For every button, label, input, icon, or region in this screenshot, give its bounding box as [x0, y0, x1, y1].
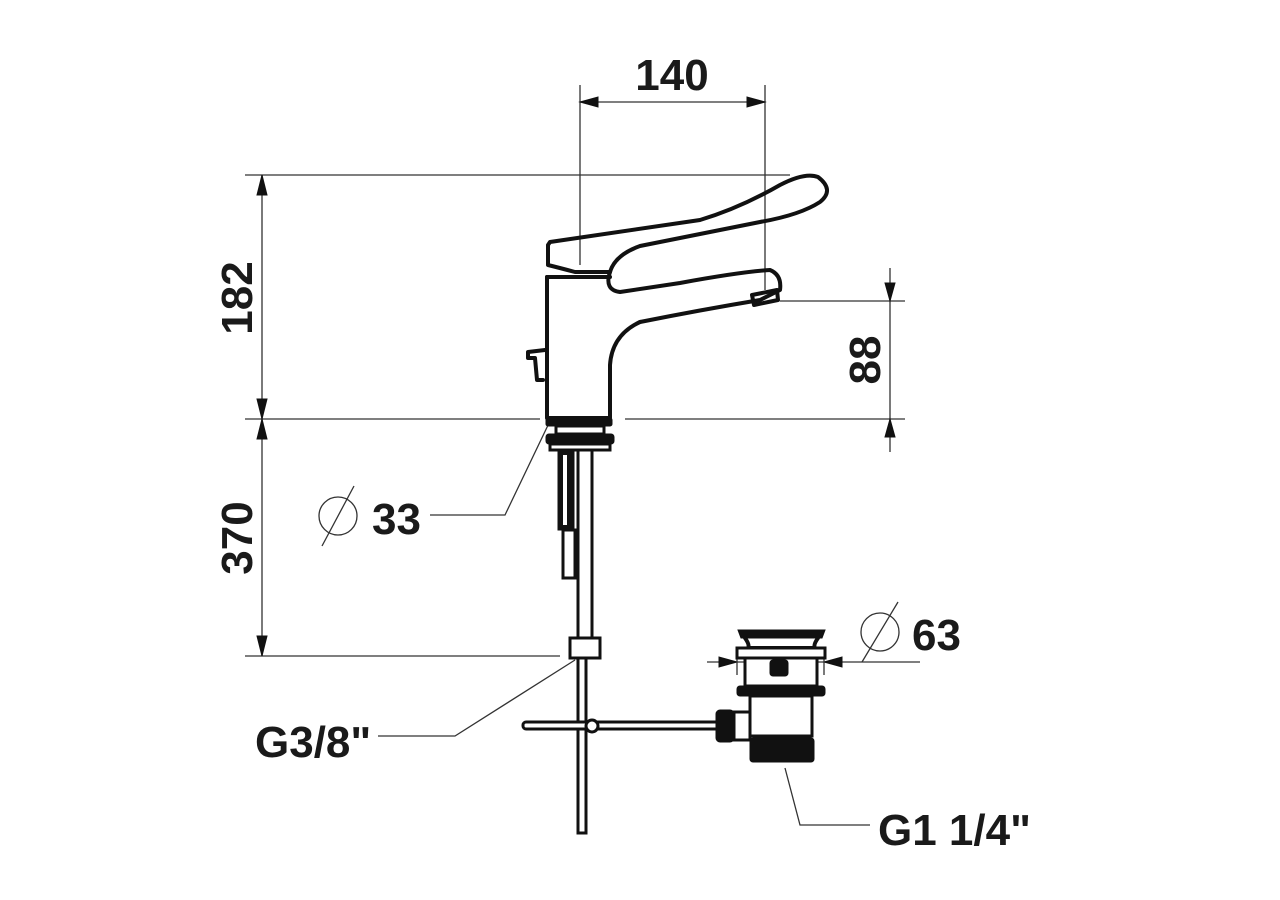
- dimension-140: 140: [578, 51, 767, 108]
- supply-hoses: [557, 448, 602, 660]
- label-waste-thread: G1 1/4": [784, 767, 1031, 855]
- dimension-88: 88: [841, 268, 896, 452]
- extension-lines: [245, 85, 905, 657]
- dimension-dia-33: 33: [318, 420, 551, 547]
- dim-33-label: 33: [372, 495, 421, 544]
- waste-valve: [715, 629, 827, 763]
- popup-rod: [521, 656, 725, 835]
- dimension-182: 182: [213, 174, 268, 420]
- dim-63-label: 63: [912, 611, 961, 660]
- label-supply-thread: G3/8": [255, 659, 576, 767]
- dimension-370: 370: [213, 418, 268, 657]
- dim-370-label: 370: [213, 501, 262, 574]
- dim-88-label: 88: [841, 336, 890, 385]
- diameter-symbol-icon: [318, 496, 358, 536]
- g38-label: G3/8": [255, 718, 371, 767]
- g114-label: G1 1/4": [878, 806, 1031, 855]
- dim-182-label: 182: [213, 261, 262, 334]
- diameter-symbol-icon: [860, 612, 900, 652]
- faucet-body: [526, 173, 829, 452]
- dim-140-label: 140: [635, 51, 708, 100]
